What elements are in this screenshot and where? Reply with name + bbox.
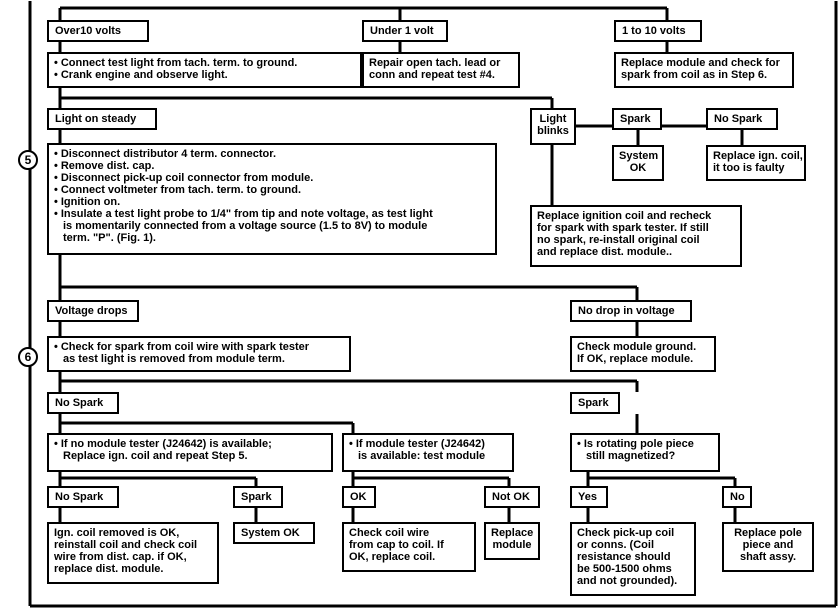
action-line: OK, replace coil. — [349, 551, 436, 563]
step-5-actions-box: Disconnect distributor 4 term. connector… — [47, 143, 497, 255]
not-ok-box: Not OK — [484, 486, 540, 508]
light-blinks-box: Light blinks — [530, 108, 576, 145]
action-line: spark from coil as in Step 6. — [621, 69, 768, 81]
action-line: term. "P". (Fig. 1). — [63, 232, 156, 244]
coil-removed-ok-box: Ign. coil removed is OK, reinstall coil … — [47, 522, 219, 584]
action-line: Connect test light from tach. term. to g… — [54, 57, 355, 69]
action-line: conn and repeat test #4. — [369, 69, 495, 81]
module-tester-box: If module tester (J24642) is available: … — [342, 433, 514, 472]
over-10-volts-box: Over10 volts — [47, 20, 149, 42]
action-line: Check module ground. — [577, 341, 697, 353]
action-line: Remove dist. cap. — [54, 160, 490, 172]
action-line: Replace — [491, 527, 534, 539]
label-line: OK — [629, 162, 647, 174]
action-line: it too is faulty — [713, 162, 785, 174]
action-line: piece and — [742, 539, 794, 551]
action-line: no spark, re-install original coil — [537, 234, 700, 246]
action-line: Replace ignition coil and recheck — [537, 210, 712, 222]
system-ok-top-box: System OK — [612, 145, 664, 181]
1-to-10-volts-box: 1 to 10 volts — [614, 20, 702, 42]
check-module-ground-box: Check module ground. If OK, replace modu… — [570, 336, 716, 372]
step-6-marker: 6 — [18, 347, 38, 367]
no-spark-bottom-box: No Spark — [47, 486, 119, 508]
action-line: and not grounded). — [577, 575, 678, 587]
action-line: reinstall coil and check coil — [54, 539, 198, 551]
action-line: Crank engine and observe light. — [54, 69, 355, 81]
replace-module-box: Replace module — [484, 522, 540, 560]
action-line: Disconnect pick-up coil connector from m… — [54, 172, 490, 184]
action-line: If module tester (J24642) — [349, 438, 507, 450]
action-line: Repair open tach. lead or — [369, 57, 501, 69]
action-line: wire from dist. cap. if OK, — [54, 551, 187, 563]
no-spark-top-box: No Spark — [706, 108, 778, 130]
no-module-tester-box: If no module tester (J24642) is availabl… — [47, 433, 333, 472]
no-drop-in-voltage-box: No drop in voltage — [570, 300, 692, 322]
action-line: be 500-1500 ohms — [577, 563, 672, 575]
action-line: If OK, replace module. — [577, 353, 694, 365]
under-1-volt-box: Under 1 volt — [362, 20, 448, 42]
action-line: and replace dist. module.. — [537, 246, 673, 258]
action-line: resistance should — [577, 551, 671, 563]
step-6-action-box: Check for spark from coil wire with spar… — [47, 336, 351, 372]
voltage-drops-box: Voltage drops — [47, 300, 139, 322]
label-line: blinks — [537, 125, 569, 137]
action-line: is momentarily connected from a voltage … — [63, 220, 428, 232]
action-line: Check coil wire — [349, 527, 430, 539]
replace-pole-piece-box: Replace pole piece and shaft assy. — [722, 522, 814, 572]
action-line: Replace ign. coil and repeat Step 5. — [63, 450, 248, 462]
action-line: If no module tester (J24642) is availabl… — [54, 438, 326, 450]
action-line: Connect voltmeter from tach. term. to gr… — [54, 184, 490, 196]
yes-box: Yes — [570, 486, 608, 508]
light-on-steady-box: Light on steady — [47, 108, 157, 130]
no-box: No — [722, 486, 752, 508]
action-line: Replace pole — [734, 527, 802, 539]
action-line: or conns. (Coil — [577, 539, 654, 551]
action-line: still magnetized? — [586, 450, 676, 462]
check-pickup-coil-box: Check pick-up coil or conns. (Coil resis… — [570, 522, 696, 596]
label-line: Light — [539, 113, 567, 125]
action-line: module — [492, 539, 532, 551]
step-5-marker: 5 — [18, 150, 38, 170]
action-line: Disconnect distributor 4 term. connector… — [54, 148, 490, 160]
label-line: System — [619, 150, 659, 162]
replace-ign-coil-box: Replace ign. coil, it too is faulty — [706, 145, 806, 181]
pole-piece-question-box: Is rotating pole piece still magnetized? — [570, 433, 720, 472]
action-line: replace dist. module. — [54, 563, 164, 575]
action-line: Ign. coil removed is OK, — [54, 527, 180, 539]
replace-ignition-coil-recheck-box: Replace ignition coil and recheck for sp… — [530, 205, 742, 267]
action-line: is available: test module — [358, 450, 486, 462]
spark-mid-box: Spark — [570, 392, 620, 414]
action-line: shaft assy. — [739, 551, 797, 563]
spark-bottom-box: Spark — [233, 486, 283, 508]
action-line: Check pick-up coil — [577, 527, 675, 539]
under-1-action-box: Repair open tach. lead or conn and repea… — [362, 52, 520, 88]
no-spark-mid-box: No Spark — [47, 392, 119, 414]
action-line: Is rotating pole piece — [577, 438, 713, 450]
1-to-10-action-box: Replace module and check for spark from … — [614, 52, 794, 88]
over-10-actions-box: Connect test light from tach. term. to g… — [47, 52, 362, 88]
action-line: Insulate a test light probe to 1/4" from… — [54, 208, 490, 220]
action-line: Replace module and check for — [621, 57, 780, 69]
spark-top-box: Spark — [612, 108, 662, 130]
action-line: Replace ign. coil, — [713, 150, 803, 162]
check-coil-wire-box: Check coil wire from cap to coil. If OK,… — [342, 522, 476, 572]
action-line: from cap to coil. If — [349, 539, 444, 551]
action-line: Ignition on. — [54, 196, 490, 208]
action-line: as test light is removed from module ter… — [63, 353, 285, 365]
ok-box: OK — [342, 486, 376, 508]
system-ok-bottom-box: System OK — [233, 522, 315, 544]
action-line: for spark with spark tester. If still — [537, 222, 709, 234]
action-line: Check for spark from coil wire with spar… — [54, 341, 344, 353]
